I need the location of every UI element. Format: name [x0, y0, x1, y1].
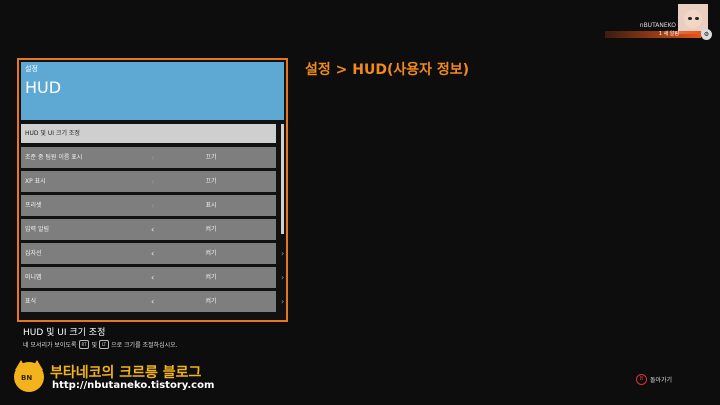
chevron-left-icon[interactable]: ‹	[151, 225, 155, 234]
rt-button-icon: RT	[78, 340, 90, 349]
setting-label: XP 표시	[25, 178, 46, 185]
back-button[interactable]: B 돌아가기	[636, 374, 672, 385]
chevron-right-icon[interactable]: ›	[281, 273, 285, 282]
page-title: 설정 > HUD(사용자 정보)	[305, 62, 470, 78]
chevron-right-icon[interactable]: ›	[281, 297, 285, 306]
setting-row-xp-display[interactable]: XP 표시 ‹ 끄기 ›	[21, 171, 284, 192]
b-button-icon: B	[636, 374, 647, 385]
chevron-left-icon[interactable]: ‹	[151, 249, 155, 258]
description-text-mid: 및	[91, 342, 97, 349]
blog-logo: BN	[14, 360, 44, 392]
setting-value: 켜기	[205, 226, 217, 233]
settings-panel: 설정 HUD HUD 및 UI 크기 조정 조준 중 팀원 이름 표시 ‹ 끄기…	[17, 58, 288, 322]
setting-row-teammate-names[interactable]: 조준 중 팀원 이름 표시 ‹ 끄기 ›	[21, 147, 284, 168]
back-label: 돌아가기	[650, 377, 673, 384]
chevron-left-icon[interactable]: ‹	[151, 153, 155, 162]
chevron-left-icon[interactable]: ‹	[151, 297, 155, 306]
username: nBUTANEKO	[639, 22, 676, 29]
setting-label: 표식	[25, 298, 37, 305]
description-text-after: 으로 크기를 조절하십시오.	[111, 342, 178, 349]
controller-icon: ⚙	[701, 29, 712, 40]
logo-text: BN	[21, 374, 33, 382]
panel-breadcrumb: 설정	[25, 65, 38, 73]
notification-bar: 1 새 알림	[605, 31, 701, 38]
description-text: 네 모서리가 보이도록 RT 및 LT 으로 크기를 조절하십시오.	[23, 340, 178, 349]
setting-value: 끄기	[205, 178, 217, 185]
panel-title: HUD	[25, 78, 62, 97]
avatar-eye-left	[688, 17, 692, 20]
setting-label: 미니맵	[25, 274, 42, 281]
logo-ear-right	[31, 360, 43, 370]
setting-row-crosshair[interactable]: 십자선 ‹ 켜기 ›	[21, 243, 284, 264]
logo-ear-left	[15, 360, 27, 370]
description-text-before: 네 모서리가 보이도록	[23, 342, 77, 349]
panel-header: 설정 HUD	[21, 62, 284, 120]
notification-text: 1 새 알림	[658, 31, 679, 37]
setting-label: 입력 알림	[25, 226, 49, 233]
setting-value: 켜기	[205, 274, 217, 281]
setting-value: 끄기	[205, 154, 217, 161]
setting-row-minimap[interactable]: 미니맵 ‹ 켜기 ›	[21, 267, 284, 288]
setting-row-preset[interactable]: 프리셋 ‹ 표시 ›	[21, 195, 284, 216]
lt-button-icon: LT	[98, 340, 110, 349]
avatar-face	[684, 10, 702, 28]
setting-value: 표시	[205, 202, 217, 209]
setting-value: 켜기	[205, 298, 217, 305]
blog-url: http://nbutaneko.tistory.com	[52, 380, 215, 391]
chevron-left-icon[interactable]: ‹	[151, 177, 155, 186]
setting-label: 십자선	[25, 250, 42, 257]
profile-avatar	[678, 4, 708, 34]
setting-label: 조준 중 팀원 이름 표시	[25, 154, 83, 161]
setting-label: 프리셋	[25, 202, 42, 209]
menu-item-hud-ui-scale[interactable]: HUD 및 UI 크기 조정	[21, 124, 276, 143]
avatar-eye-right	[695, 17, 699, 20]
chevron-left-icon[interactable]: ‹	[151, 201, 155, 210]
setting-row-input-alerts[interactable]: 입력 알림 ‹ 켜기 ›	[21, 219, 284, 240]
chevron-right-icon[interactable]: ›	[281, 249, 285, 258]
blog-name: 부타네코의 크르릉 블로그	[50, 365, 202, 381]
description-title: HUD 및 UI 크기 조정	[23, 328, 106, 338]
panel-scrollbar[interactable]	[281, 124, 284, 234]
setting-row-markers[interactable]: 표식 ‹ 켜기 ›	[21, 291, 284, 312]
chevron-left-icon[interactable]: ‹	[151, 273, 155, 282]
setting-value: 켜기	[205, 250, 217, 257]
